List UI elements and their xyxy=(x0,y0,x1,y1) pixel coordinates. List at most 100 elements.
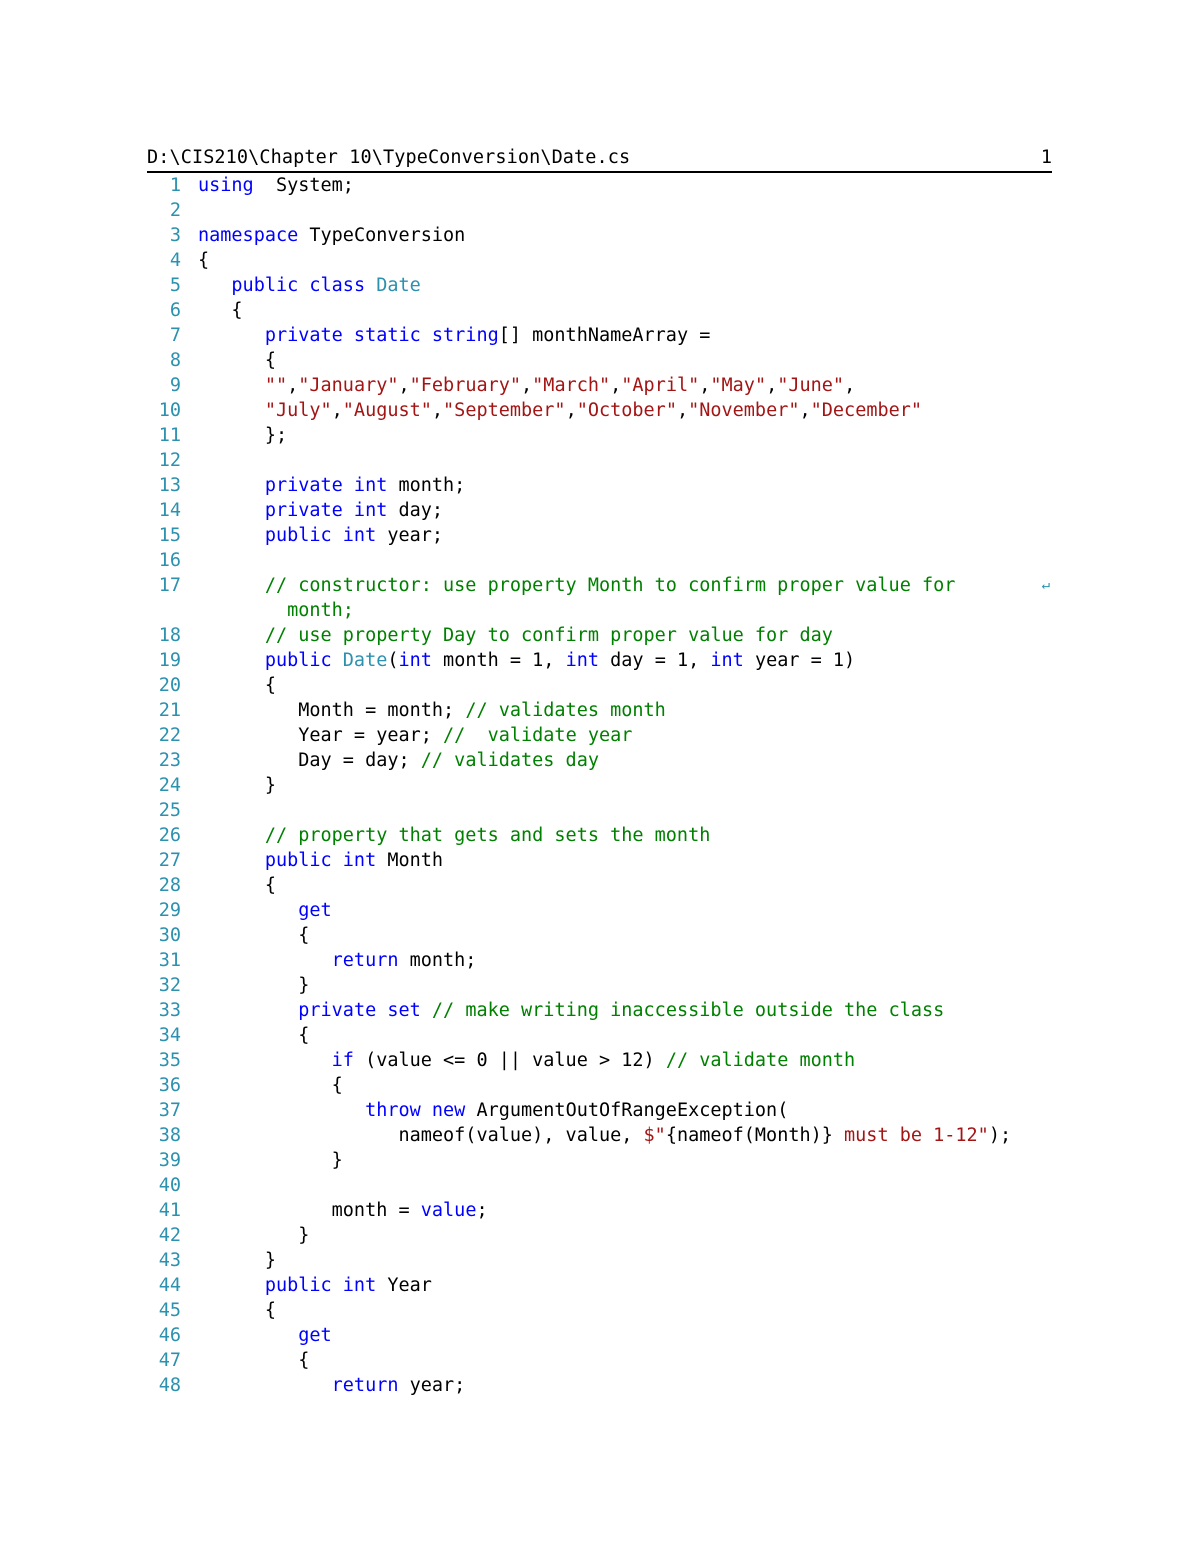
code-line: 34 { xyxy=(147,1023,1052,1048)
keyword-token: return xyxy=(331,950,399,971)
code-token xyxy=(198,650,265,671)
code-token xyxy=(198,275,231,296)
string-token: "July" xyxy=(264,400,332,421)
code-token: , xyxy=(844,375,856,396)
code-text: { xyxy=(198,1023,309,1048)
code-text: return year; xyxy=(198,1373,466,1398)
code-text: } xyxy=(198,1248,276,1273)
line-number: 11 xyxy=(158,425,181,446)
code-line: 41 month = value; xyxy=(147,1198,1052,1223)
code-token xyxy=(198,500,265,521)
comment-token: // make writing inaccessible outside the… xyxy=(431,1000,945,1021)
line-number: 36 xyxy=(158,1075,181,1096)
type-token: Date xyxy=(365,275,421,296)
code-text: } xyxy=(198,973,309,998)
code-text: private static string[] monthNameArray = xyxy=(198,323,711,348)
code-line: 23 Day = day; // validates day xyxy=(147,748,1052,773)
code-line: 47 { xyxy=(147,1348,1052,1373)
line-number: 42 xyxy=(158,1225,181,1246)
line-number: 29 xyxy=(158,900,181,921)
code-token xyxy=(198,1100,365,1121)
line-number: 48 xyxy=(158,1375,181,1396)
code-line: 16 xyxy=(147,548,1052,573)
code-token: } xyxy=(198,975,310,996)
code-text: month; xyxy=(198,598,354,623)
code-token: { xyxy=(198,300,243,321)
code-line: 29 get xyxy=(147,898,1052,923)
comment-token: // validate month xyxy=(665,1050,856,1071)
code-text: { xyxy=(198,248,209,273)
comment-token: // use property Day to confirm proper va… xyxy=(264,625,833,646)
code-text: { xyxy=(198,1073,343,1098)
code-token xyxy=(198,625,265,646)
code-line: 37 throw new ArgumentOutOfRangeException… xyxy=(147,1098,1052,1123)
line-number: 14 xyxy=(158,500,181,521)
line-number: 34 xyxy=(158,1025,181,1046)
code-text: { xyxy=(198,923,309,948)
code-token: Month xyxy=(376,850,444,871)
code-text: private set // make writing inaccessible… xyxy=(198,998,944,1023)
line-number: 15 xyxy=(158,525,181,546)
code-text: month = value; xyxy=(198,1198,488,1223)
code-text: // use property Day to confirm proper va… xyxy=(198,623,833,648)
code-line: 24 } xyxy=(147,773,1052,798)
string-token: "May" xyxy=(710,375,767,396)
line-number: 30 xyxy=(158,925,181,946)
string-token: $" xyxy=(643,1125,666,1146)
code-line: 46 get xyxy=(147,1323,1052,1348)
code-line: 15 public int year; xyxy=(147,523,1052,548)
line-number: 23 xyxy=(158,750,181,771)
code-token: , xyxy=(676,400,689,421)
code-token: }; xyxy=(198,425,288,446)
code-text: public Date(int month = 1, int day = 1, … xyxy=(198,648,855,673)
code-token xyxy=(198,1000,298,1021)
code-token: (value <= 0 || value > 12) xyxy=(353,1050,666,1071)
code-token: year; xyxy=(376,525,444,546)
line-number: 27 xyxy=(158,850,181,871)
line-number: 12 xyxy=(158,450,181,471)
code-text: // property that gets and sets the month xyxy=(198,823,711,848)
string-token: "June" xyxy=(777,375,845,396)
code-line: 38 nameof(value), value, $"{nameof(Month… xyxy=(147,1123,1052,1148)
code-line: 33 private set // make writing inaccessi… xyxy=(147,998,1052,1023)
code-token: } xyxy=(198,1225,310,1246)
code-text: { xyxy=(198,1348,309,1373)
code-token: { xyxy=(198,1025,310,1046)
code-line: 13 private int month; xyxy=(147,473,1052,498)
line-number: 13 xyxy=(158,475,181,496)
string-token: "January" xyxy=(298,375,399,396)
code-token: { xyxy=(198,1300,276,1321)
type-token: Date xyxy=(331,650,388,671)
code-token: year; xyxy=(398,1375,466,1396)
line-number: 16 xyxy=(158,550,181,571)
code-token: ; xyxy=(476,1200,488,1221)
comment-token: // validate year xyxy=(443,725,633,746)
code-token xyxy=(198,475,265,496)
line-number: 7 xyxy=(169,325,181,346)
string-token: "November" xyxy=(688,400,800,421)
keyword-token: int xyxy=(398,650,432,671)
code-token: Year = year; xyxy=(198,725,444,746)
code-token: { xyxy=(198,925,310,946)
line-number: 6 xyxy=(169,300,181,321)
page-header: D:\CIS210\Chapter 10\TypeConversion\Date… xyxy=(147,145,1052,173)
keyword-token: private int xyxy=(264,475,388,496)
keyword-token: public int xyxy=(264,850,377,871)
code-text: public int Month xyxy=(198,848,443,873)
line-number: 46 xyxy=(158,1325,181,1346)
code-token: day = 1, xyxy=(599,650,711,671)
line-number: 24 xyxy=(158,775,181,796)
code-token xyxy=(198,950,332,971)
keyword-token: private set xyxy=(298,1000,421,1021)
code-token: ); xyxy=(988,1125,1012,1146)
code-text: return month; xyxy=(198,948,477,973)
code-line: 45 { xyxy=(147,1298,1052,1323)
keyword-token: private int xyxy=(264,500,388,521)
keyword-token: public int xyxy=(264,1275,377,1296)
code-token: [] monthNameArray = xyxy=(498,325,711,346)
line-number: 43 xyxy=(158,1250,181,1271)
line-number: 33 xyxy=(158,1000,181,1021)
line-number: 8 xyxy=(169,350,181,371)
code-text: "","January","February","March","April",… xyxy=(198,373,855,398)
line-number: 2 xyxy=(169,200,181,221)
